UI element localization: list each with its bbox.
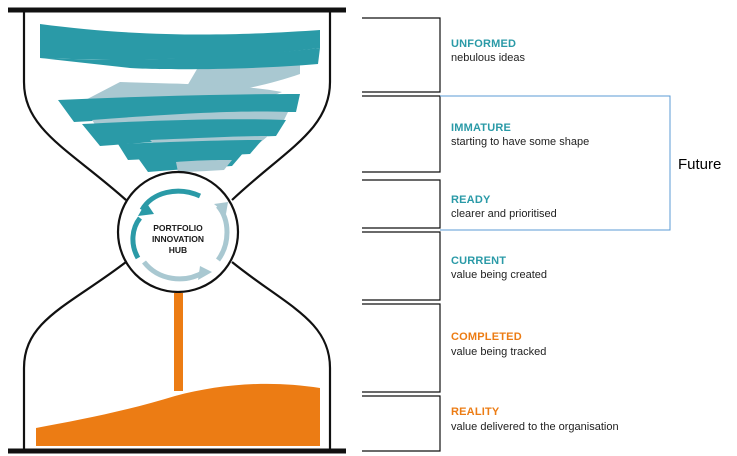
- stage-desc-current: value being created: [451, 269, 547, 281]
- bracket-ready: [362, 179, 441, 229]
- bracket-unformed: [362, 17, 441, 93]
- stage-title-unformed: UNFORMED: [451, 38, 516, 50]
- swirl-ribbon: [82, 119, 286, 146]
- sand-pile: [36, 383, 320, 446]
- stage-title-reality: REALITY: [451, 406, 500, 418]
- stage-title-ready: READY: [451, 194, 491, 206]
- future-label: Future: [678, 156, 721, 173]
- swirl-ribbon: [58, 94, 300, 122]
- swirl-ribbon: [40, 24, 320, 60]
- hourglass: [8, 7, 346, 454]
- stage-brackets: [362, 17, 441, 452]
- stage-desc-completed: value being tracked: [451, 346, 546, 358]
- hub-arrow-icon: [198, 266, 212, 280]
- future-group: Future: [440, 95, 721, 231]
- stage-desc-ready: clearer and prioritised: [451, 208, 557, 220]
- hub-arrow-icon: [214, 202, 228, 214]
- hub-arrow-icon: [142, 260, 206, 282]
- bracket-current: [362, 231, 441, 301]
- reality-sand: [36, 293, 320, 446]
- sand-stream: [174, 293, 183, 391]
- hub-label-line1: PORTFOLIO: [153, 223, 203, 233]
- bracket-completed: [362, 303, 441, 393]
- stage-desc-unformed: nebulous ideas: [451, 52, 526, 64]
- hub-label-line3: HUB: [169, 245, 187, 255]
- stage-title-completed: COMPLETED: [451, 331, 522, 343]
- stage-desc-immature: starting to have some shape: [451, 136, 589, 148]
- hub-label-line2: INNOVATION: [152, 234, 204, 244]
- stage-desc-reality: value delivered to the organisation: [451, 421, 619, 433]
- stage-labels: UNFORMED nebulous ideas IMMATURE startin…: [451, 38, 619, 433]
- bracket-reality: [362, 395, 441, 452]
- innovation-hub: PORTFOLIO INNOVATION HUB: [116, 170, 240, 294]
- stage-title-immature: IMMATURE: [451, 122, 511, 134]
- idea-swirl: [40, 24, 320, 172]
- swirl-ribbon: [40, 48, 320, 70]
- hub-arrow-icon: [138, 202, 154, 216]
- hourglass-right-outline: [231, 10, 332, 451]
- bracket-immature: [362, 95, 441, 173]
- stage-title-current: CURRENT: [451, 255, 506, 267]
- future-bracket: [440, 95, 671, 231]
- hub-arrow-icon: [130, 216, 143, 260]
- hourglass-left-outline: [22, 10, 127, 451]
- hub-arrow-icon: [215, 204, 230, 262]
- swirl-ribbon: [176, 160, 232, 172]
